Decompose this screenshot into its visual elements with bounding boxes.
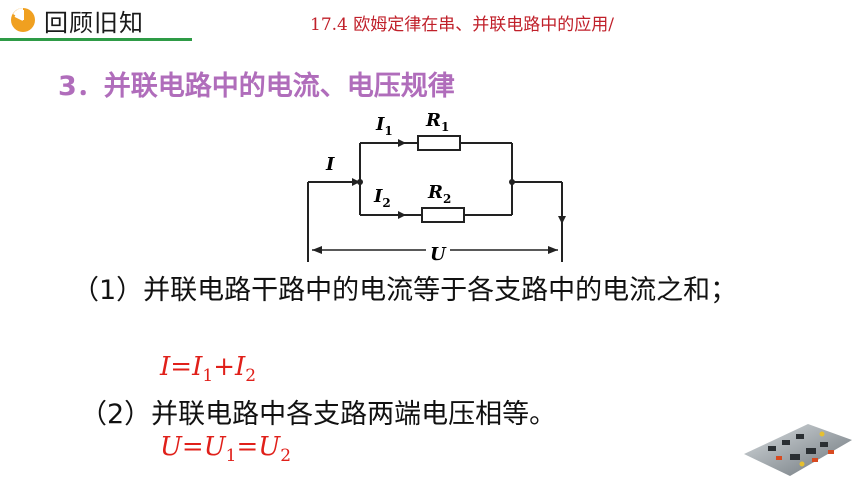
rule-2-text: （2）并联电路中各支路两端电压相等。 [80,399,557,430]
section-title: 3．并联电路中的电流、电压规律 [58,71,455,102]
arrow-i1-icon [398,139,406,147]
resistor-r1 [417,135,461,151]
right-junction-dot [509,179,515,185]
arrow-i2-icon [398,211,406,219]
label-i2: I2 [373,186,391,210]
formula-voltage: U=U1=U2 [160,432,292,467]
header-underline [0,38,192,41]
header-badge: 回顾旧知 [0,4,188,37]
pie-chart-icon [11,8,35,32]
label-r2: R2 [427,182,451,206]
arrow-i-icon [352,178,360,186]
label-u: U [430,244,447,265]
label-i: I [325,154,335,175]
circuit-board-decoration-icon [744,424,852,476]
rule-1-text: （1）并联电路干路中的电流等于各支路中的电流之和； [72,275,738,306]
formula-current: I=I1+I2 [160,352,257,387]
chapter-title: 17.4 欧姆定律在串、并联电路中的应用/ [310,15,614,35]
label-i1: I1 [375,114,393,138]
parallel-circuit-diagram: I I1 R1 I2 R2 U [307,110,566,265]
voltage-arrow-left-icon [312,246,322,254]
label-r1: R1 [425,110,449,134]
arrow-down-icon [558,216,566,224]
voltage-arrow-right-icon [548,246,558,254]
resistor-r2 [421,207,465,223]
badge-label: 回顾旧知 [44,8,144,37]
